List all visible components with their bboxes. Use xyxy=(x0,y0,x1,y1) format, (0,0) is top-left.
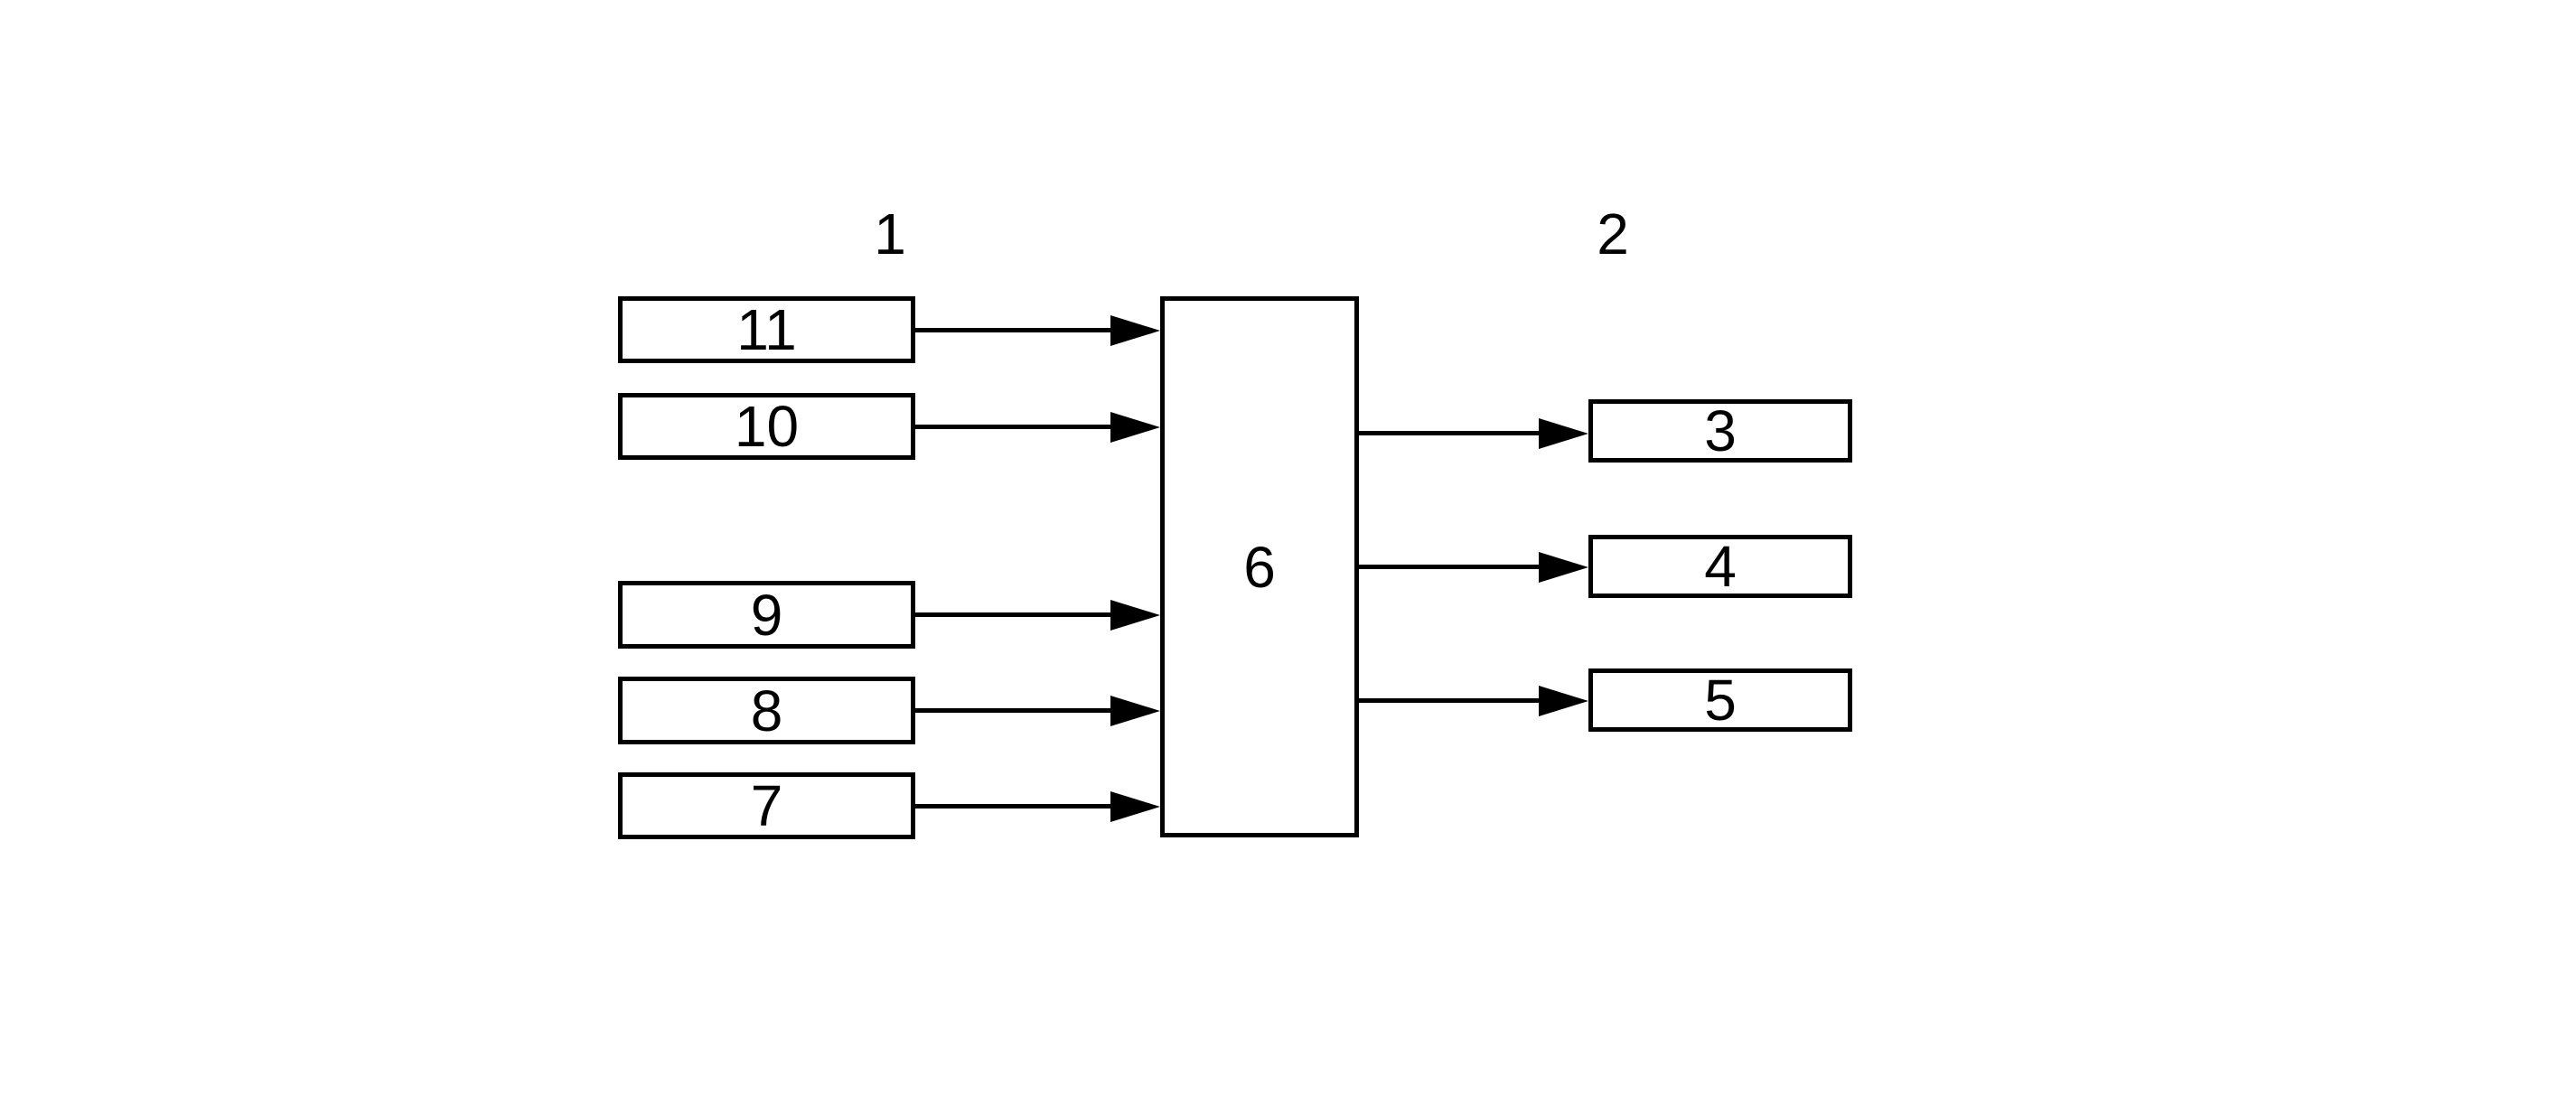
node-9: 9 xyxy=(618,581,915,649)
node-6-label: 6 xyxy=(1243,534,1276,600)
node-10: 10 xyxy=(618,393,915,460)
node-4: 4 xyxy=(1588,535,1852,598)
arrow-9-to-6 xyxy=(914,599,1160,631)
node-3-label: 3 xyxy=(1704,398,1737,463)
node-8: 8 xyxy=(618,677,915,744)
node-8-label: 8 xyxy=(750,678,783,743)
arrow-10-to-6 xyxy=(914,411,1160,443)
arrow-7-to-6 xyxy=(914,790,1160,822)
group-label-right: 2 xyxy=(1597,201,1629,266)
node-5: 5 xyxy=(1588,668,1852,732)
arrow-6-to-4 xyxy=(1356,551,1588,583)
arrow-6-to-5 xyxy=(1356,685,1588,716)
node-7-label: 7 xyxy=(750,773,783,838)
node-11: 11 xyxy=(618,296,915,363)
arrow-8-to-6 xyxy=(914,695,1160,726)
node-7: 7 xyxy=(618,772,915,839)
node-4-label: 4 xyxy=(1704,534,1737,599)
arrow-11-to-6 xyxy=(914,314,1160,346)
node-10-label: 10 xyxy=(734,394,800,459)
node-11-label: 11 xyxy=(736,297,797,362)
arrow-6-to-3 xyxy=(1356,417,1588,449)
node-3: 3 xyxy=(1588,399,1852,463)
group-label-left: 1 xyxy=(874,201,906,266)
node-6: 6 xyxy=(1160,296,1359,837)
node-9-label: 9 xyxy=(750,582,783,648)
node-5-label: 5 xyxy=(1704,668,1737,733)
